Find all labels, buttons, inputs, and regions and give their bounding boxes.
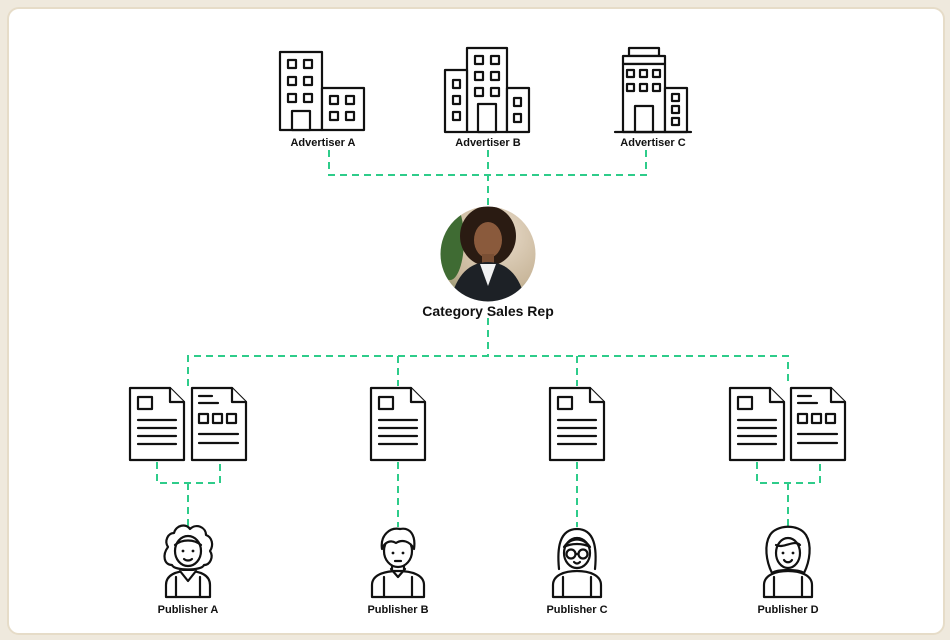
publisher-a-label: Publisher A — [158, 604, 219, 616]
document-icon — [548, 386, 606, 462]
publisher-d-label: Publisher D — [757, 604, 818, 616]
document-icon — [789, 386, 847, 462]
person-icon — [163, 524, 214, 599]
advertiser-c-label: Advertiser C — [620, 137, 685, 149]
publisher-b-label: Publisher B — [367, 604, 428, 616]
avatar — [440, 206, 536, 302]
document-icon — [190, 386, 248, 462]
office-building-icon — [278, 50, 366, 132]
office-building-icon — [613, 46, 693, 134]
publisher-c-label: Publisher C — [546, 604, 607, 616]
document-icon — [128, 386, 186, 462]
person-icon — [551, 527, 603, 599]
center-label: Category Sales Rep — [422, 303, 554, 319]
document-icon — [728, 386, 786, 462]
office-building-icon — [443, 46, 531, 134]
person-icon — [762, 525, 814, 599]
advertiser-b-label: Advertiser B — [455, 137, 520, 149]
document-icon — [369, 386, 427, 462]
person-icon — [370, 527, 426, 599]
connector-lines — [156, 150, 821, 527]
advertiser-a-label: Advertiser A — [290, 137, 355, 149]
